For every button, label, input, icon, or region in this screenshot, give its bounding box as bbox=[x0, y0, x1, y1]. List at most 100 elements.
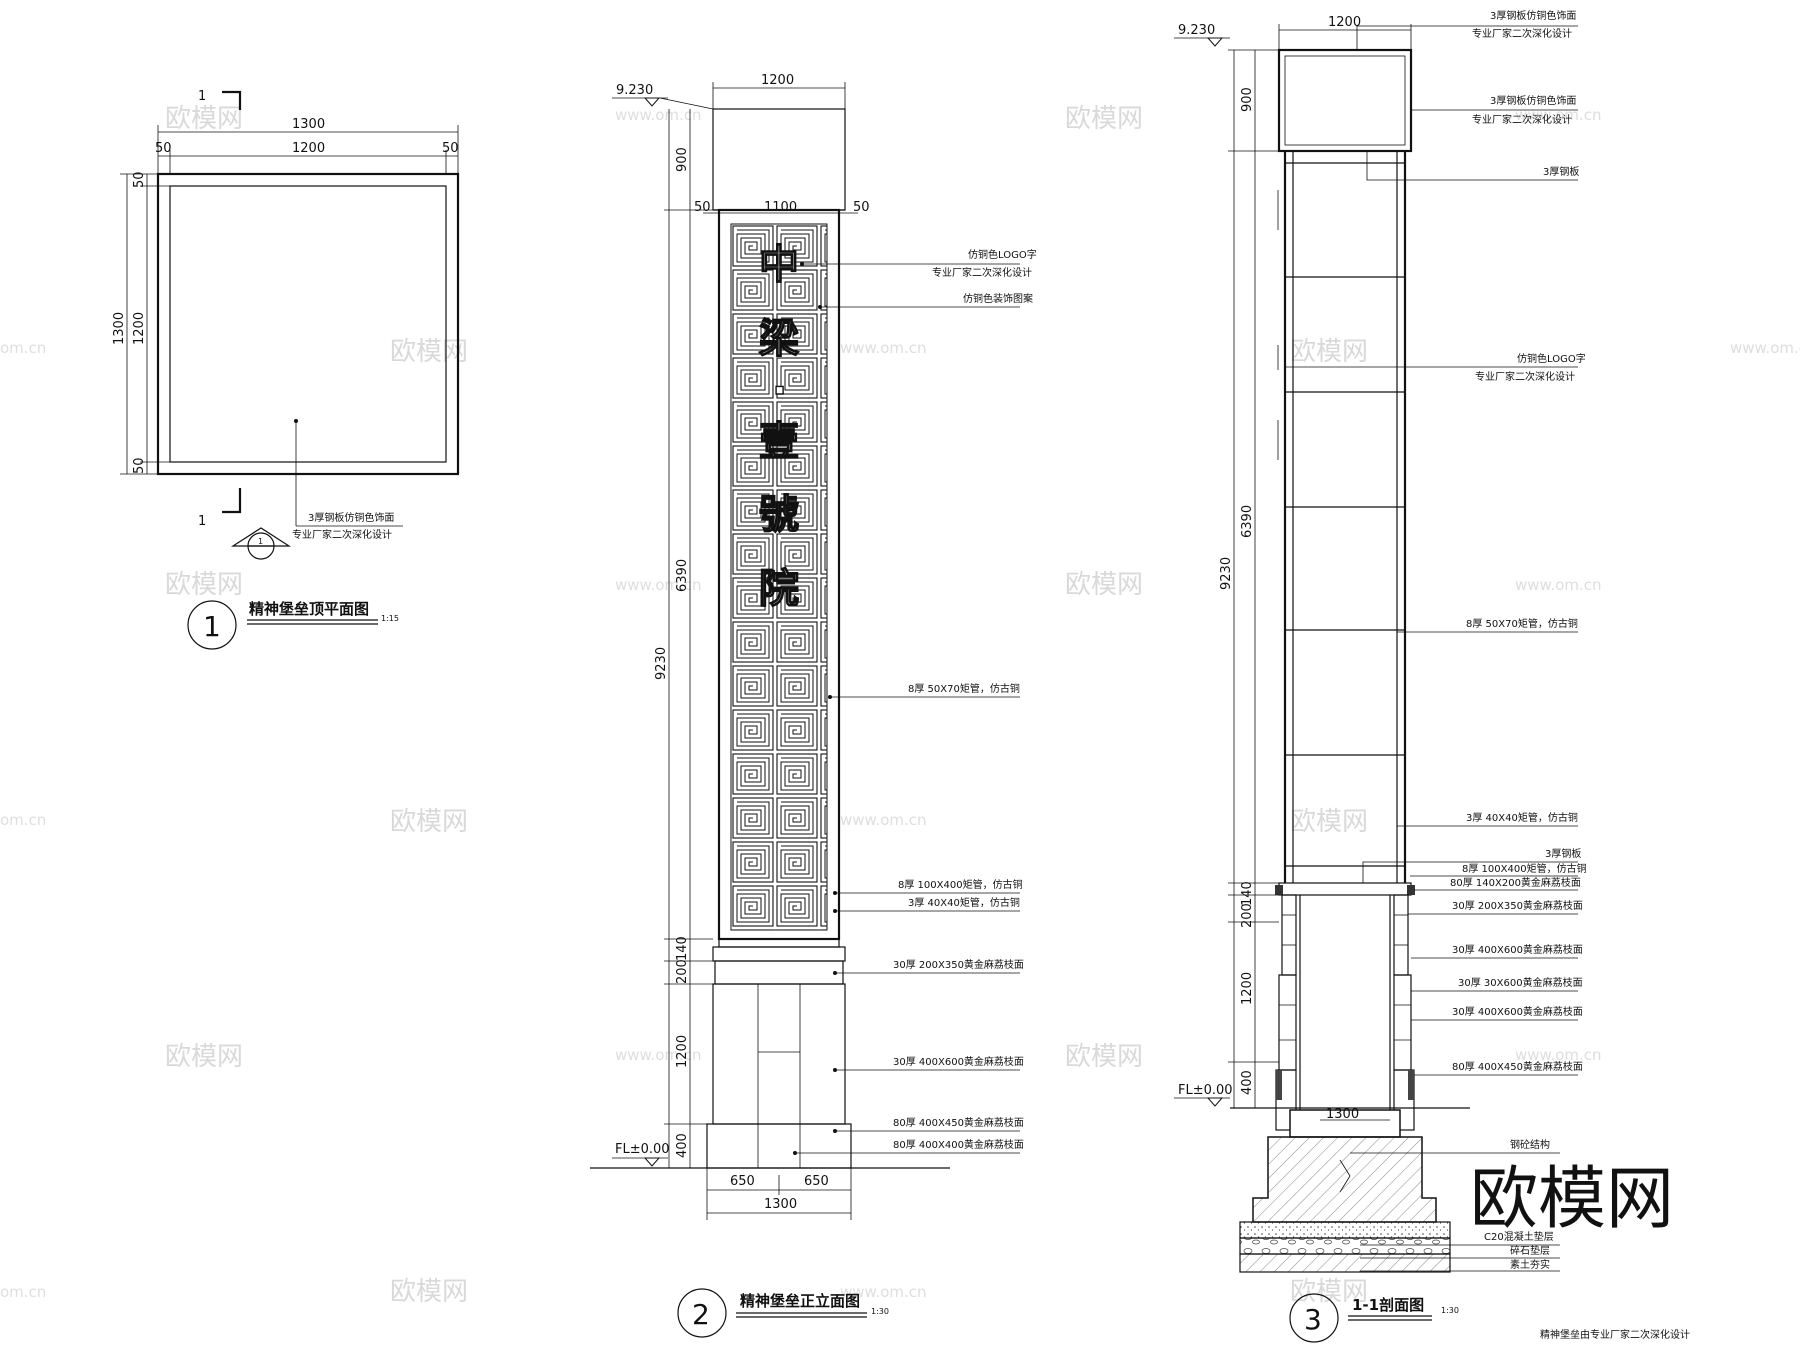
elevation-decorative-pattern bbox=[730, 223, 828, 931]
section-note: 30厚 400X600黄金麻荔枝面 bbox=[1452, 1005, 1583, 1018]
elevation-note: 8厚 100X400矩管，仿古铜 bbox=[898, 878, 1023, 891]
section-mark-label: 1 bbox=[198, 514, 206, 529]
section-view: 1200 9.230 FL±0.00 1300 900 6390 9230 14… bbox=[1174, 9, 1690, 1343]
section-note: 仿铜色LOGO字 bbox=[1517, 352, 1586, 365]
section-note: 30厚 30X600黄金麻荔枝面 bbox=[1458, 976, 1583, 989]
logo-char: 梁 bbox=[759, 316, 799, 362]
section-dim-6390: 6390 bbox=[1240, 505, 1255, 538]
watermark-brand: 欧模网 bbox=[1290, 1277, 1368, 1307]
section-base bbox=[1275, 882, 1415, 1137]
logo-char: 號 bbox=[759, 492, 799, 538]
elevation-level-top: 9.230 bbox=[616, 83, 653, 98]
elevation-base bbox=[590, 938, 950, 1169]
section-dim-1200: 1200 bbox=[1240, 972, 1255, 1005]
section-note: 8厚 50X70矩管，仿古铜 bbox=[1466, 617, 1578, 630]
elevation-title: 精神堡垒正立面图 bbox=[740, 1292, 860, 1310]
elevation-note: 30厚 400X600黄金麻荔枝面 bbox=[893, 1055, 1024, 1068]
elevation-cap bbox=[712, 108, 846, 211]
watermark-url: www.om.cn bbox=[615, 576, 702, 594]
elevation-logo: 中 梁 · 壹 號 院 bbox=[758, 241, 799, 612]
plan-title-block: 1 精神堡垒顶平面图 1:15 bbox=[187, 600, 399, 650]
watermark-url: www.om.cn bbox=[840, 1283, 927, 1301]
elevation-note: 30厚 200X350黄金麻荔枝面 bbox=[893, 958, 1024, 971]
watermark-brand: 欧模网 bbox=[165, 1042, 243, 1072]
elevation-dim-1300: 1300 bbox=[764, 1197, 797, 1212]
elevation-dim-50: 50 bbox=[853, 200, 870, 215]
watermark-brand: 欧模网 bbox=[1290, 337, 1368, 367]
elevation-note: 8厚 50X70矩管，仿古铜 bbox=[908, 682, 1020, 695]
plan-dim-50: 50 bbox=[442, 141, 459, 156]
plan-dim-50: 50 bbox=[155, 141, 172, 156]
watermark-url: om.cn bbox=[0, 1283, 46, 1301]
elevation-top-dimension: 1200 50 1100 50 bbox=[694, 73, 870, 215]
elevation-view-number: 2 bbox=[692, 1298, 710, 1331]
section-top-dimension: 1200 9.230 FL±0.00 1300 bbox=[1174, 15, 1412, 1122]
section-dim-1300: 1300 bbox=[1326, 1107, 1359, 1122]
elevation-note: 仿铜色LOGO字 bbox=[968, 248, 1037, 261]
section-level-floor: FL±0.00 bbox=[1178, 1083, 1233, 1098]
section-mark-label: 1 bbox=[198, 89, 206, 104]
elevation-title-block: 2 精神堡垒正立面图 1:30 bbox=[677, 1288, 889, 1338]
watermark-url: www.om.cn bbox=[1515, 576, 1602, 594]
elevation-bottom-dimensions: 650 650 1300 bbox=[706, 1168, 852, 1220]
plan-dim-50: 50 bbox=[132, 171, 147, 188]
plan-top-dimensions: 1300 1200 50 50 bbox=[155, 117, 459, 174]
elevation-dim-9230: 9230 bbox=[654, 647, 669, 680]
section-dim-width: 1200 bbox=[1328, 15, 1361, 30]
section-note: 3厚钢板 bbox=[1545, 847, 1581, 860]
section-dim-900: 900 bbox=[1240, 87, 1255, 112]
watermark-brand: 欧模网 bbox=[165, 570, 243, 600]
plan-note-line2: 专业厂家二次深化设计 bbox=[292, 528, 392, 541]
plan-dim-1300: 1300 bbox=[112, 312, 127, 345]
plan-index-symbol: 1 bbox=[230, 527, 292, 560]
section-note: 素土夯实 bbox=[1510, 1258, 1550, 1271]
plan-dim-1200: 1200 bbox=[132, 312, 147, 345]
elevation-dim-1200: 1200 bbox=[675, 1035, 690, 1068]
section-note: C20混凝土垫层 bbox=[1484, 1230, 1554, 1243]
section-dim-9230: 9230 bbox=[1219, 557, 1234, 590]
elevation-scale: 1:30 bbox=[871, 1307, 889, 1316]
watermark-layer: 欧模网 欧模网 欧模网 欧模网 欧模网 欧模网 欧模网 欧模网 欧模网 欧模网 … bbox=[0, 104, 1800, 1307]
section-note: 30厚 400X600黄金麻荔枝面 bbox=[1452, 943, 1583, 956]
elevation-vertical-dimensions: 900 6390 9230 140 200 1200 400 bbox=[654, 109, 713, 1168]
section-note: 碎石垫层 bbox=[1510, 1244, 1550, 1257]
section-note: 8厚 100X400矩管，仿古铜 bbox=[1462, 862, 1587, 875]
section-scale: 1:30 bbox=[1441, 1306, 1459, 1315]
elevation-dim-400: 400 bbox=[675, 1133, 690, 1158]
plan-outer-square bbox=[156, 172, 460, 476]
section-note: 专业厂家二次深化设计 bbox=[1472, 27, 1572, 40]
elevation-note: 3厚 40X40矩管，仿古铜 bbox=[908, 896, 1020, 909]
section-dim-200: 200 bbox=[1240, 903, 1255, 928]
watermark-url: om.cn bbox=[0, 811, 46, 829]
plan-left-dimensions: 1300 1200 50 50 bbox=[112, 171, 170, 475]
plan-dim-1300: 1300 bbox=[292, 117, 325, 132]
section-note: 钢砼结构 bbox=[1510, 1138, 1550, 1151]
logo-char: 壹 bbox=[759, 419, 799, 465]
watermark-url: www.om.cn bbox=[1515, 1046, 1602, 1064]
section-note: 3厚钢板 bbox=[1543, 165, 1579, 178]
elevation-dim-650: 650 bbox=[730, 1174, 755, 1189]
watermark-url: www.om.cn bbox=[1730, 339, 1800, 357]
section-dim-140: 140 bbox=[1240, 881, 1255, 906]
plan-index-number: 1 bbox=[258, 537, 263, 546]
section-vertical-dimensions: 900 6390 9230 140 200 1200 400 bbox=[1219, 49, 1279, 1108]
watermark-brand: 欧模网 bbox=[390, 337, 468, 367]
section-title: 1-1剖面图 bbox=[1352, 1296, 1424, 1314]
logo-char: · bbox=[772, 368, 787, 414]
plan-dim-50: 50 bbox=[132, 457, 147, 474]
watermark-url: www.om.cn bbox=[615, 106, 702, 124]
plan-note: 3厚钢板仿铜色饰面 专业厂家二次深化设计 bbox=[292, 419, 403, 541]
elevation-level-floor: FL±0.00 bbox=[615, 1142, 670, 1157]
section-notes: 3厚钢板仿铜色饰面 专业厂家二次深化设计 3厚钢板仿铜色饰面 专业厂家二次深化设… bbox=[1285, 9, 1587, 1272]
elevation-view: 中 梁 · 壹 號 院 1200 50 bbox=[590, 73, 1037, 1338]
watermark-url: www.om.cn bbox=[1515, 106, 1602, 124]
elevation-dim-900: 900 bbox=[675, 147, 690, 172]
section-level-top: 9.230 bbox=[1178, 23, 1215, 38]
watermark-url: om.cn bbox=[0, 339, 46, 357]
plan-dim-1200: 1200 bbox=[292, 141, 325, 156]
watermark-brand: 欧模网 bbox=[1065, 570, 1143, 600]
section-cross-members bbox=[1285, 162, 1405, 867]
plan-section-marks: 1 1 bbox=[198, 89, 242, 529]
section-note: 3厚钢板仿铜色饰面 bbox=[1490, 9, 1576, 22]
